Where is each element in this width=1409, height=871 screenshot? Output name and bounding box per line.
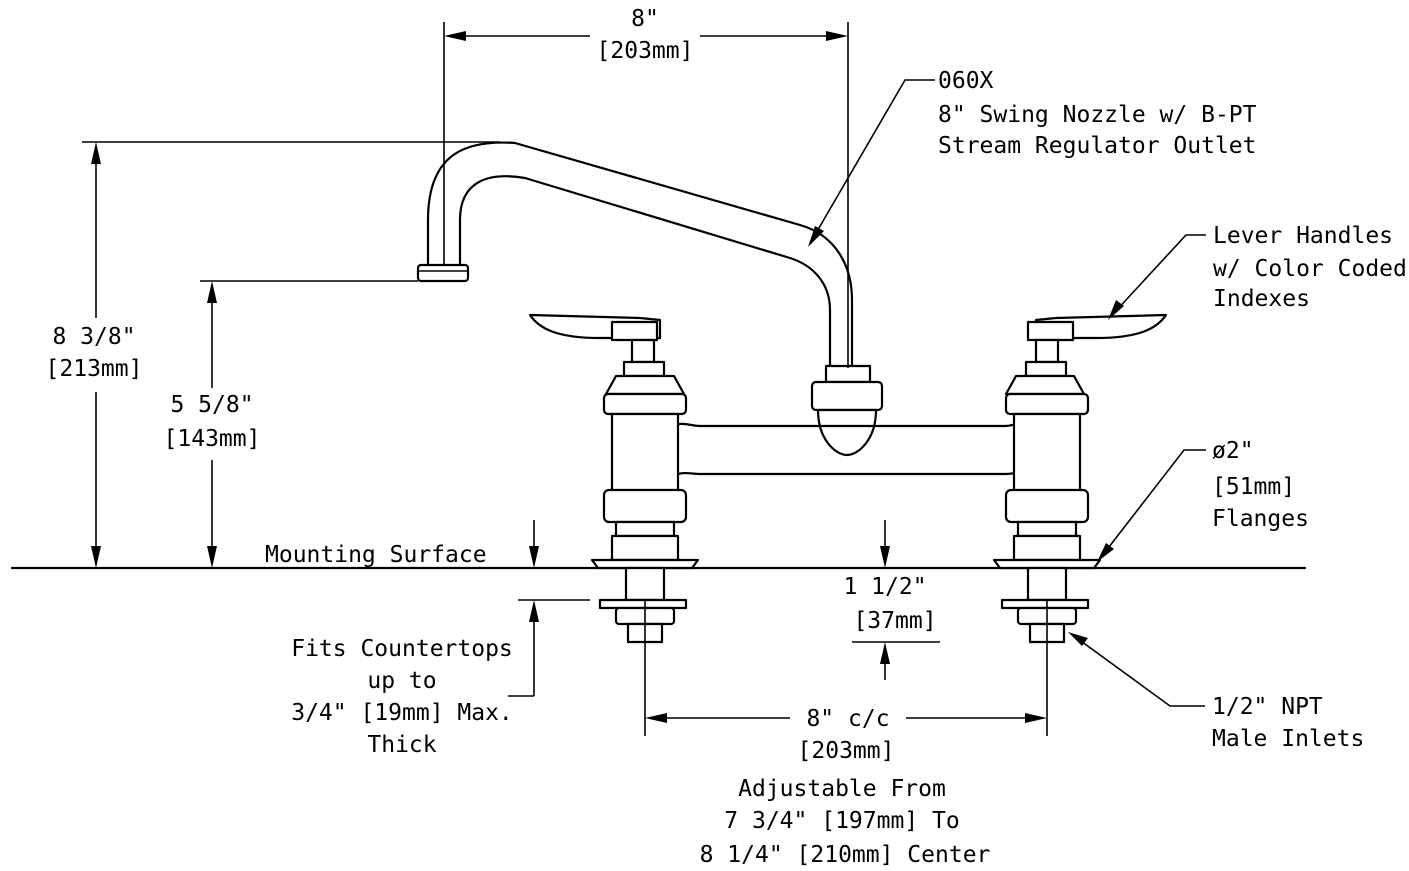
right-flange xyxy=(992,558,1102,570)
adjust-line-1: Adjustable From xyxy=(738,776,946,802)
overall-height-in: 8 3/8" xyxy=(52,324,135,350)
countertop-dimension: Fits Countertops up to 3/4" [19mm] Max. … xyxy=(291,520,590,758)
overall-height-dimension: 8 3/8" [213mm] xyxy=(46,141,500,568)
handles-line-3: Indexes xyxy=(1213,286,1310,312)
left-flange xyxy=(590,558,700,570)
countertop-line-4: Thick xyxy=(367,732,436,758)
outlet-height-in: 5 5/8" xyxy=(170,392,253,418)
handles-callout: Lever Handles w/ Color Coded Indexes xyxy=(1108,223,1407,320)
shank-length-mm: [37mm] xyxy=(853,608,936,634)
overall-height-mm: [213mm] xyxy=(46,356,143,382)
countertop-line-2: up to xyxy=(367,668,436,694)
flange-line-1: ø2" xyxy=(1212,438,1254,464)
left-shank xyxy=(624,566,666,602)
countertop-line-3: 3/4" [19mm] Max. xyxy=(291,700,513,726)
center-mm: [203mm] xyxy=(798,738,895,764)
handles-line-1: Lever Handles xyxy=(1213,223,1393,249)
flange-line-2: [51mm] xyxy=(1212,474,1295,500)
mounting-surface-label: Mounting Surface xyxy=(265,542,487,568)
nozzle-callout: 060X 8" Swing Nozzle w/ B-PT Stream Regu… xyxy=(808,68,1257,247)
center-distance-dimension: 8" c/c [203mm] Adjustable From 7 3/4" [1… xyxy=(644,600,1048,868)
adjust-line-3: 8 1/4" [210mm] Center xyxy=(700,842,991,868)
handles-line-2: w/ Color Coded xyxy=(1213,256,1407,282)
adjust-line-2: 7 3/4" [197mm] To xyxy=(724,808,959,834)
spout-reach-dimension: 8" [203mm] xyxy=(443,6,849,368)
spout-base xyxy=(810,364,884,457)
nozzle-code: 060X xyxy=(938,68,994,94)
outlet-height-dimension: 5 5/8" [143mm] xyxy=(164,280,418,568)
inlet-line-1: 1/2" NPT xyxy=(1212,694,1323,720)
inlet-line-2: Male Inlets xyxy=(1212,726,1364,752)
right-shank xyxy=(1026,566,1068,602)
countertop-line-1: Fits Countertops xyxy=(291,636,513,662)
spout-reach-mm: [203mm] xyxy=(597,38,694,64)
nozzle-line-1: 8" Swing Nozzle w/ B-PT xyxy=(938,102,1257,128)
flange-callout: ø2" [51mm] Flanges xyxy=(1097,438,1309,562)
outlet-height-mm: [143mm] xyxy=(164,426,261,452)
stream-regulator-outlet xyxy=(416,263,470,283)
flange-line-3: Flanges xyxy=(1212,506,1309,532)
right-valve xyxy=(992,313,1168,644)
nozzle-line-2: Stream Regulator Outlet xyxy=(938,133,1257,159)
inlet-callout: 1/2" NPT Male Inlets xyxy=(1068,632,1364,752)
left-valve xyxy=(528,313,700,644)
shank-length-in: 1 1/2" xyxy=(843,574,926,600)
shank-length-dimension: 1 1/2" [37mm] xyxy=(843,520,940,680)
spout-reach-in: 8" xyxy=(631,6,659,32)
center-in: 8" c/c xyxy=(806,706,889,732)
